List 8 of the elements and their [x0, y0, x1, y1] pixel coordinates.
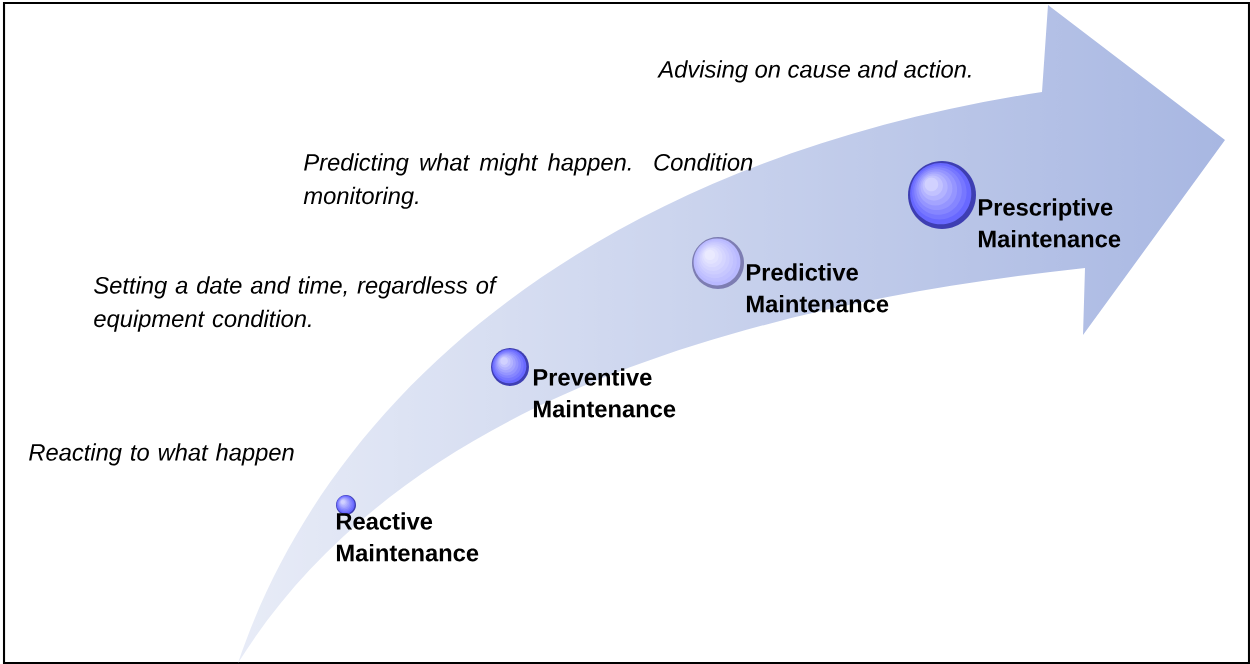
description-text: Predicting what might happen. Condition monitoring. — [303, 153, 753, 209]
stage-label: Prescriptive Maintenance — [978, 198, 1121, 248]
stage-label: Reactive Maintenance — [336, 512, 479, 562]
stage-label: Preventive Maintenance — [533, 368, 676, 418]
description-text: Reacting to what happen — [29, 443, 294, 466]
description-text: Advising on cause and action. — [657, 60, 971, 83]
description-text: Setting a date and time, regardless of equipment condition. — [94, 276, 498, 332]
stage-label: Predictive Maintenance — [746, 263, 889, 313]
